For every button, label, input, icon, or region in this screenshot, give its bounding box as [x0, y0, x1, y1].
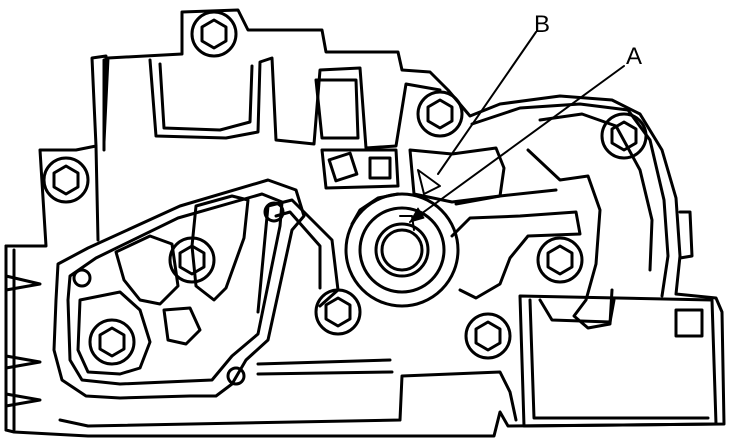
center-boss-shaft — [374, 222, 430, 278]
center-boss-shaft-inner — [380, 228, 424, 272]
center-bracket — [408, 146, 506, 204]
left-plate — [52, 178, 306, 400]
plate-hole-lower — [226, 366, 246, 386]
center-boss-collar — [350, 192, 400, 226]
plate-hole-left — [72, 268, 92, 288]
callout-a-pointer — [399, 65, 625, 231]
top-square-recess — [320, 148, 400, 190]
center-boss-ring — [358, 206, 446, 294]
plate-hole-upper — [263, 201, 285, 223]
bolt-plate-upper — [168, 236, 216, 284]
bolt-lower-right — [464, 312, 512, 360]
bolt-center-lower — [314, 288, 362, 336]
left-spikes — [4, 274, 42, 408]
left-plate-lower-slot — [76, 290, 202, 376]
left-plate-arm — [190, 194, 250, 302]
left-plate-inner — [66, 192, 284, 386]
right-tab — [678, 210, 694, 260]
callout-label-b: B — [534, 11, 550, 38]
left-wall-ridge — [94, 58, 106, 242]
center-boss-outer-ring — [344, 192, 460, 308]
bolt-upper-center — [416, 90, 464, 138]
small-square-left — [327, 151, 359, 183]
callout-b-pointer — [417, 31, 537, 195]
top-inner-slot — [314, 78, 360, 140]
left-plate-slot — [114, 234, 180, 306]
small-square-right — [368, 156, 392, 180]
bolt-top — [190, 10, 238, 58]
bolt-upper-right — [600, 112, 648, 160]
bolt-right-mid — [536, 236, 584, 284]
bottom-ledge — [58, 370, 518, 428]
bolt-plate-lower — [88, 318, 136, 366]
lower-right-step — [538, 298, 616, 324]
small-square-box — [674, 308, 704, 338]
lower-right-block — [518, 294, 718, 428]
callout-label-a: A — [626, 43, 642, 70]
housing-outline — [4, 8, 726, 438]
bolt-left — [42, 156, 90, 204]
top-channel — [148, 56, 442, 150]
bottom-rail — [256, 358, 394, 376]
left-bracket — [4, 244, 16, 432]
